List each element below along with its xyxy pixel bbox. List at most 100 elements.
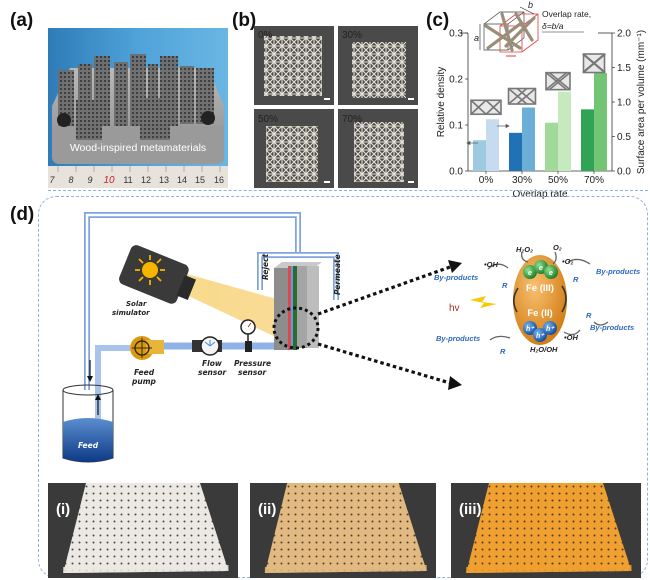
zoom-circle <box>272 306 320 350</box>
light-beam <box>180 274 282 340</box>
svg-text:0%: 0% <box>258 30 273 41</box>
overlap-rate-chart: 0% 30% 50% 70% 0.0 0.1 0.2 0.3 0.0 0.5 1.0 1.5 2.0 O… <box>436 0 647 200</box>
bar-relative-density <box>545 122 558 171</box>
bar-surface-area <box>594 73 607 171</box>
ruler-tick: 13 <box>159 175 169 185</box>
flow-sensor-label-1: Flow <box>202 359 222 368</box>
svg-text:70%: 70% <box>342 114 362 125</box>
membrane-photo-label: (i) <box>56 501 71 518</box>
solar-simulator-label-1: Solar <box>126 300 147 308</box>
y-tick-label: 0.1 <box>449 121 463 132</box>
electron-label: e <box>549 270 553 277</box>
y2-tick-label: 1.0 <box>617 98 631 109</box>
byproducts-label: By-products <box>590 323 634 332</box>
fe3-label: Fe (III) <box>526 283 554 294</box>
filtration-schematic: Solar simulator Reject Permeate Feed pum… <box>62 212 640 463</box>
y2-tick-label: 2.0 <box>617 29 631 40</box>
y-tick-label: 0.0 <box>449 167 463 178</box>
reject-label: Reject <box>261 253 270 280</box>
pressure-gauge <box>240 319 256 352</box>
h2o-oh-label: H₂O/OH <box>530 345 558 354</box>
ruler-tick: 14 <box>177 175 187 185</box>
bar-relative-density <box>509 132 522 171</box>
hole-label: h⁺ <box>536 333 545 340</box>
fe2-label: Fe (II) <box>527 308 552 319</box>
lattice-sample-grid: 0% 30% 50% 70% <box>254 26 418 188</box>
x-axis-label: Overlap rate <box>512 189 567 200</box>
flow-sensor <box>192 336 222 356</box>
panel-label-a: (a) <box>10 10 34 31</box>
ruler-tick: 7 <box>49 175 55 185</box>
bar-surface-area <box>486 119 499 171</box>
sample-30: 30% <box>338 26 418 105</box>
svg-text:30%: 30% <box>342 30 362 41</box>
bar-relative-density <box>581 109 594 171</box>
panel-label-b: (b) <box>232 10 257 31</box>
solar-simulator-label-2: simulator <box>112 309 150 317</box>
pressure-sensor-label-1: Pressure <box>234 359 271 368</box>
left-axis-arrow <box>466 140 478 146</box>
membrane-module <box>274 262 322 350</box>
oh-radical-label: •OH <box>564 333 578 342</box>
sample-50: 50% <box>254 109 334 188</box>
svg-text:50%: 50% <box>258 114 278 125</box>
photocatalyst-mechanism <box>470 251 609 345</box>
o2-radical-label: •O₂ <box>562 257 573 266</box>
cell-icon <box>545 71 571 91</box>
hole-label: h⁺ <box>526 326 535 333</box>
y2-tick-label: 0.0 <box>617 167 631 178</box>
oh-radical-label: •OH <box>484 260 498 269</box>
x-tick-label: 0% <box>479 175 494 186</box>
r-label: R <box>500 347 506 356</box>
y-tick-label: 0.2 <box>449 75 463 86</box>
flow-sensor-label-2: sensor <box>198 368 228 377</box>
dim-b-label: b <box>528 0 533 10</box>
photo-caption: Wood-inspired metamaterials <box>70 142 206 154</box>
byproducts-label: By-products <box>436 334 480 343</box>
ruler-tick: 12 <box>141 175 151 185</box>
electron-label: e <box>528 270 532 277</box>
electron-label: e <box>539 265 543 272</box>
x-tick-label: 50% <box>548 175 568 186</box>
y-tick-label: 0.3 <box>449 29 463 40</box>
y2-axis-label: Surface area per volume (mm⁻¹) <box>636 30 647 174</box>
feed-pump-label-2: pump <box>131 377 157 386</box>
zoom-arrows <box>317 265 451 385</box>
pressure-sensor-label-2: sensor <box>238 368 268 377</box>
o2-label: O₂ <box>553 243 562 252</box>
photo-wood-metamaterial: Wood-inspired metamaterials 7 8 9 10 11 … <box>48 28 228 188</box>
unit-cell-inset: a b Overlap rate, δ=b/a <box>474 0 591 57</box>
y2-tick-label: 1.5 <box>617 63 631 74</box>
bar-relative-density <box>473 140 486 171</box>
ruler-tick: 16 <box>214 175 224 185</box>
sample-70: 70% <box>338 109 418 188</box>
right-axis-arrow <box>497 123 510 129</box>
x-tick-label: 70% <box>584 175 604 186</box>
membrane-photo-label: (iii) <box>459 501 482 518</box>
bar-surface-area <box>522 107 535 171</box>
panel-label-d: (d) <box>10 204 35 225</box>
r-label: R <box>573 275 579 284</box>
y2-tick-label: 0.5 <box>617 132 631 143</box>
hv-label: hv <box>449 303 460 314</box>
cell-icon <box>470 99 502 116</box>
ruler-tick: 9 <box>87 175 92 185</box>
r-label: R <box>586 311 592 320</box>
ruler-tick: 15 <box>195 175 205 185</box>
divider <box>48 190 648 191</box>
ruler-tick-highlight: 10 <box>103 175 115 186</box>
membrane-photo-2: (ii) <box>250 483 436 578</box>
membrane-photo-1: (i) <box>48 483 238 578</box>
cell-icon <box>507 87 537 105</box>
inset-title-line1: Overlap rate, <box>542 9 591 19</box>
cell-icon <box>582 53 606 74</box>
inset-title-line2: δ=b/a <box>542 21 564 31</box>
membrane-photo-label: (ii) <box>258 501 277 518</box>
hole-label: h⁺ <box>546 326 555 333</box>
x-tick-label: 30% <box>512 175 532 186</box>
membrane-photo-3: (iii) <box>451 483 641 578</box>
panel-label-c: (c) <box>426 10 450 31</box>
byproducts-label: By-products <box>596 267 640 276</box>
ruler-tick: 8 <box>68 175 73 185</box>
feed-pump <box>130 336 164 360</box>
